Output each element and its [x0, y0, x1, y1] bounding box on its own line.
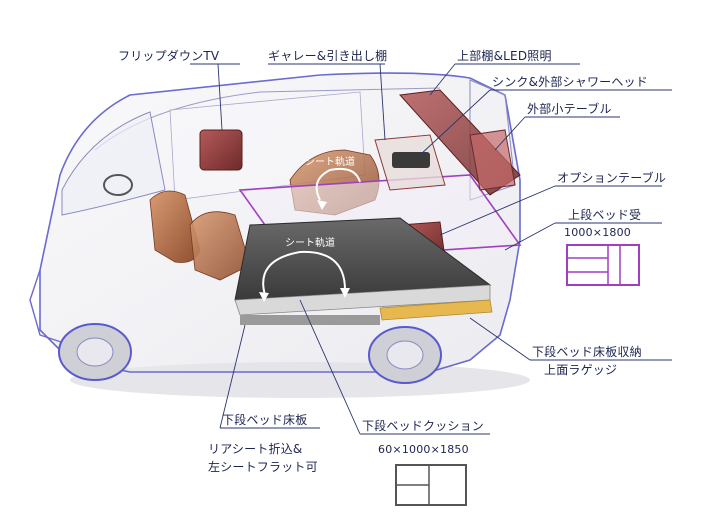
label-sink: シンク&外部シャワーヘッド [492, 75, 648, 89]
rear-wheel [368, 326, 442, 384]
lower-board-base [240, 315, 380, 325]
label-upper-bed-size: 1000×1800 [564, 226, 632, 239]
lower-rail-label: シート軌道 [285, 236, 335, 249]
label-upper-bed: 上段ベッド受 [568, 208, 642, 222]
label-upper-shelf: 上部棚&LED照明 [457, 49, 552, 63]
steering-wheel [103, 174, 134, 196]
sink-basin [392, 152, 430, 168]
flip-tv-box [199, 129, 243, 171]
cushion-icon [395, 464, 467, 506]
label-flip-tv: フリップダウンTV [118, 49, 220, 63]
upper-bed-icon [566, 244, 640, 286]
upper-rail-label: シート軌道 [305, 155, 355, 168]
label-rear-seat-fold: リアシート折込& [208, 442, 303, 456]
leader-lines [190, 63, 672, 435]
label-cushion: 下段ベッドクッション [362, 419, 485, 433]
ext-table-panel [469, 129, 516, 191]
label-lower-storage-luggage: 上面ラゲッジ [544, 363, 618, 377]
front-wheel [58, 323, 132, 381]
label-ext-table: 外部小テーブル [527, 102, 612, 116]
label-opt-table: オプションテーブル [557, 171, 667, 185]
lower-rail-arrow [259, 250, 350, 302]
label-left-seat-flat: 左シートフラット可 [208, 460, 318, 474]
van-windshield [61, 111, 166, 216]
label-galley: ギャレー&引き出し棚 [268, 49, 388, 63]
rear-seat-lower [189, 211, 251, 281]
upper-rail-arrow [315, 167, 361, 210]
label-cushion-size: 60×1000×1850 [378, 443, 469, 456]
van-front-bumper [29, 269, 71, 346]
label-lower-storage: 下段ベッド床板収納 [532, 345, 642, 359]
lower-storage-edge [379, 299, 493, 321]
label-lower-floor: 下段ベッド床板 [222, 413, 308, 427]
